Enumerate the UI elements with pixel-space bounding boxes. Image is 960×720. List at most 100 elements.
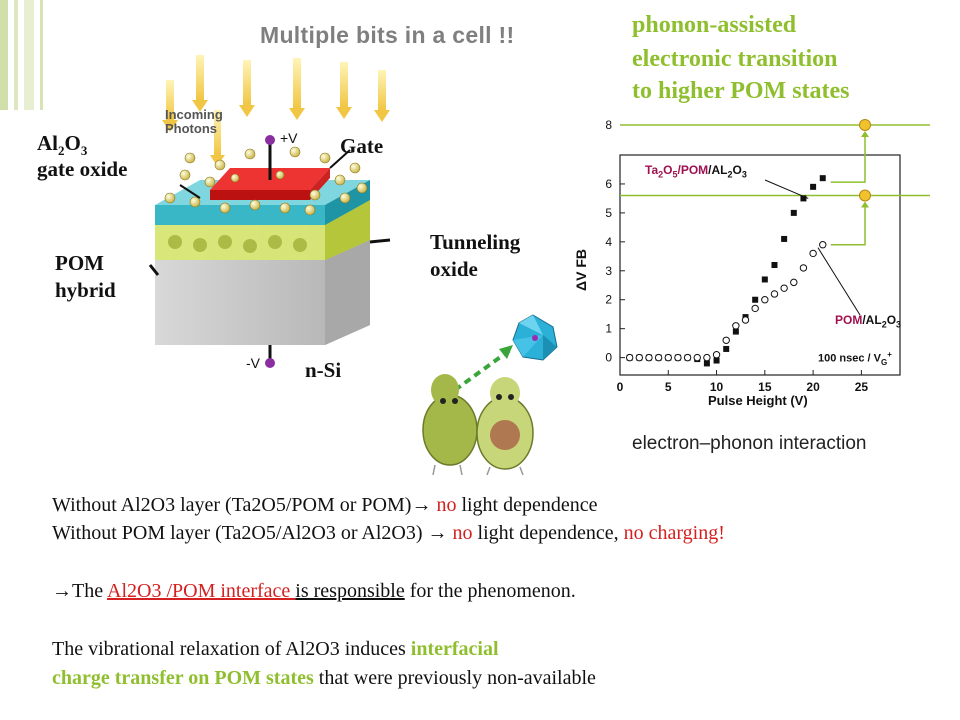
connector-arrowhead-lower	[861, 201, 869, 208]
plus-v-terminal	[265, 135, 275, 145]
data-point-ta2o5	[732, 328, 739, 335]
data-point-pom	[693, 353, 701, 362]
x-tick-label: 20	[806, 380, 820, 394]
legend-o: O	[663, 163, 673, 177]
line2-no-charging: no charging!	[623, 522, 725, 544]
legend-al: /AL	[708, 163, 728, 177]
line4-interfacial: interfacial	[410, 638, 499, 660]
decor-stripe-3	[24, 0, 34, 110]
data-point-ta2o5	[752, 296, 759, 303]
hybrid-label: hybrid	[55, 278, 116, 302]
gate-oxide-label: gate oxide	[37, 157, 128, 181]
chart-annotation: 100 nsec / VG+	[818, 350, 892, 367]
plus-v-label: +V	[280, 130, 298, 146]
tunneling-label: Tunneling	[430, 230, 521, 254]
y-tick-label: 4	[605, 235, 612, 249]
body-line-3: →The Al2O3 /POM interface is responsible…	[52, 580, 576, 603]
connector-arrow-lower	[830, 203, 866, 246]
data-point-ta2o5	[810, 183, 817, 190]
legend-ta-sub1: 2	[658, 169, 664, 180]
gate-label: Gate	[340, 134, 384, 158]
pom-molecule-icon	[512, 314, 558, 361]
line3-arrow: →	[52, 580, 72, 602]
data-point-ta2o5	[723, 345, 730, 352]
photon-arrows	[162, 55, 390, 166]
connector-arrowhead-upper	[861, 131, 869, 137]
x-tick-label: 25	[855, 380, 869, 394]
incoming-photons-label: Incoming Photons	[165, 107, 223, 136]
data-point-pom	[674, 353, 682, 362]
line1-text-a: Without Al2O3 layer (Ta2O5/POM or POM)	[52, 494, 412, 516]
line2-no: no	[447, 522, 473, 544]
data-point-pom	[703, 353, 711, 362]
legend-al-sub: 2	[727, 169, 733, 180]
avocado-right-icon	[476, 377, 534, 475]
line1-no: no	[431, 494, 457, 516]
data-point-ta2o5	[781, 235, 788, 242]
data-point-pom	[799, 264, 808, 272]
data-point-pom	[770, 290, 779, 298]
data-point-pom	[625, 353, 634, 362]
legend-leader-ta2o5	[764, 179, 809, 199]
data-point-ta2o5	[771, 262, 778, 268]
data-point-ta2o5	[790, 209, 797, 216]
body-line-2: Without POM layer (Ta2O5/Al2O3 or Al2O3)…	[52, 522, 725, 545]
data-point-pom	[819, 241, 827, 249]
data-point-ta2o5	[713, 357, 720, 364]
decor-stripe-4	[40, 0, 43, 110]
data-point-pom	[741, 316, 750, 324]
al2o3-o: O	[64, 131, 81, 155]
line3-text-a: The	[72, 580, 107, 602]
slide-title: Multiple bits in a cell !!	[260, 22, 515, 48]
data-point-pom	[722, 336, 730, 344]
data-point-pom	[683, 353, 692, 362]
legend2-sub1: 2	[881, 319, 887, 330]
data-point-pom	[809, 249, 817, 258]
y-tick-label: 5	[605, 206, 612, 220]
data-point-ta2o5	[800, 195, 807, 202]
decor-stripe-2	[14, 0, 18, 110]
legend-pom: /POM	[677, 163, 709, 177]
line3-text-d: for the phenomenon.	[404, 580, 576, 602]
annotation-main: 100 nsec / V	[818, 352, 881, 365]
headline-line-3: to higher POM states	[632, 78, 850, 104]
al2o3-label: Al2O3	[37, 130, 87, 164]
pom-label: POM	[55, 251, 104, 275]
line1-text-c: light dependence	[456, 494, 598, 516]
y-tick-label: 2	[605, 293, 612, 307]
chart-legend-pom: POM/AL2O3	[835, 313, 901, 329]
line3-responsible: is responsible	[295, 580, 405, 602]
data-point-ta2o5	[703, 360, 710, 367]
nsi-label: n-Si	[305, 358, 342, 382]
device-diagram	[148, 55, 391, 368]
x-tick-label: 15	[758, 380, 772, 394]
data-point-pom	[790, 278, 798, 287]
annotation-sub: G	[881, 357, 888, 367]
decor-stripe-1	[0, 0, 8, 110]
data-point-pom	[654, 353, 663, 362]
legend-al-o: O	[732, 163, 742, 177]
plot-frame	[619, 154, 901, 376]
line1-arrow: →	[411, 494, 432, 516]
legend2-o: O	[886, 313, 897, 327]
data-point-pom	[712, 351, 721, 359]
legend2-sub2: 3	[896, 319, 902, 330]
y-tick-label: 3	[605, 264, 612, 278]
chart-ylabel: ΔV FB	[572, 249, 589, 291]
line2-text-c: light dependence,	[472, 522, 624, 544]
cartoon-illustration	[422, 314, 558, 475]
data-point-pom	[645, 353, 653, 362]
connector-arrow-upper	[830, 133, 866, 183]
line2-text-a: Without POM layer (Ta2O5/Al2O3 or Al2O3)	[52, 522, 428, 544]
minus-v-label: -V	[246, 355, 260, 371]
electron-balls	[164, 146, 368, 216]
data-point-pom	[664, 353, 672, 362]
chart-legend-ta2o5: Ta2O5/POM/AL2O3	[645, 163, 747, 179]
y-tick-label: 0	[605, 351, 612, 365]
al2o3-sub-3: 3	[80, 143, 88, 159]
legend2-pom: POM	[835, 313, 863, 327]
x-tick-label: 0	[617, 380, 624, 394]
data-point-pom	[751, 304, 759, 313]
line4-text-a: The vibrational relaxation of Al2O3 indu…	[52, 638, 411, 660]
